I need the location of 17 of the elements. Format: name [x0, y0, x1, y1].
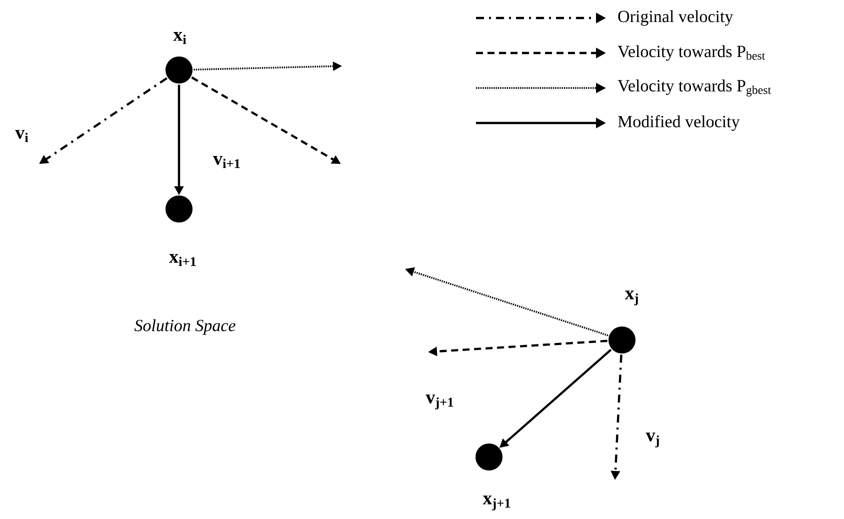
- particle-label: x$_{j}$: [624, 290, 638, 306]
- edge-label: v$_{i}$: [14, 129, 30, 143]
- legend-text: Original velocity: [618, 10, 734, 26]
- edge-label: v$_{i+1}$: [212, 155, 242, 169]
- particle-label: x$_{i}$: [173, 32, 186, 44]
- edge-label: v$_{j}$: [644, 432, 662, 448]
- particle-label: x$_{j+1}$: [482, 496, 510, 510]
- edge-label: v$_{j+1}$: [424, 394, 456, 410]
- particle-dot: [608, 326, 636, 354]
- particle-dot: [166, 56, 192, 84]
- legend-text: Modified velocity: [618, 115, 740, 131]
- legend-text: Velocity towards P$_{best}$: [618, 45, 766, 61]
- particle-dot: [166, 196, 192, 222]
- particle-label: x$_{i+1}$: [169, 254, 196, 266]
- particle-dot: [476, 444, 502, 470]
- legend-text: Velocity towards P$_{gbest}$: [618, 80, 771, 96]
- space-label: Solution Space: [134, 319, 236, 335]
